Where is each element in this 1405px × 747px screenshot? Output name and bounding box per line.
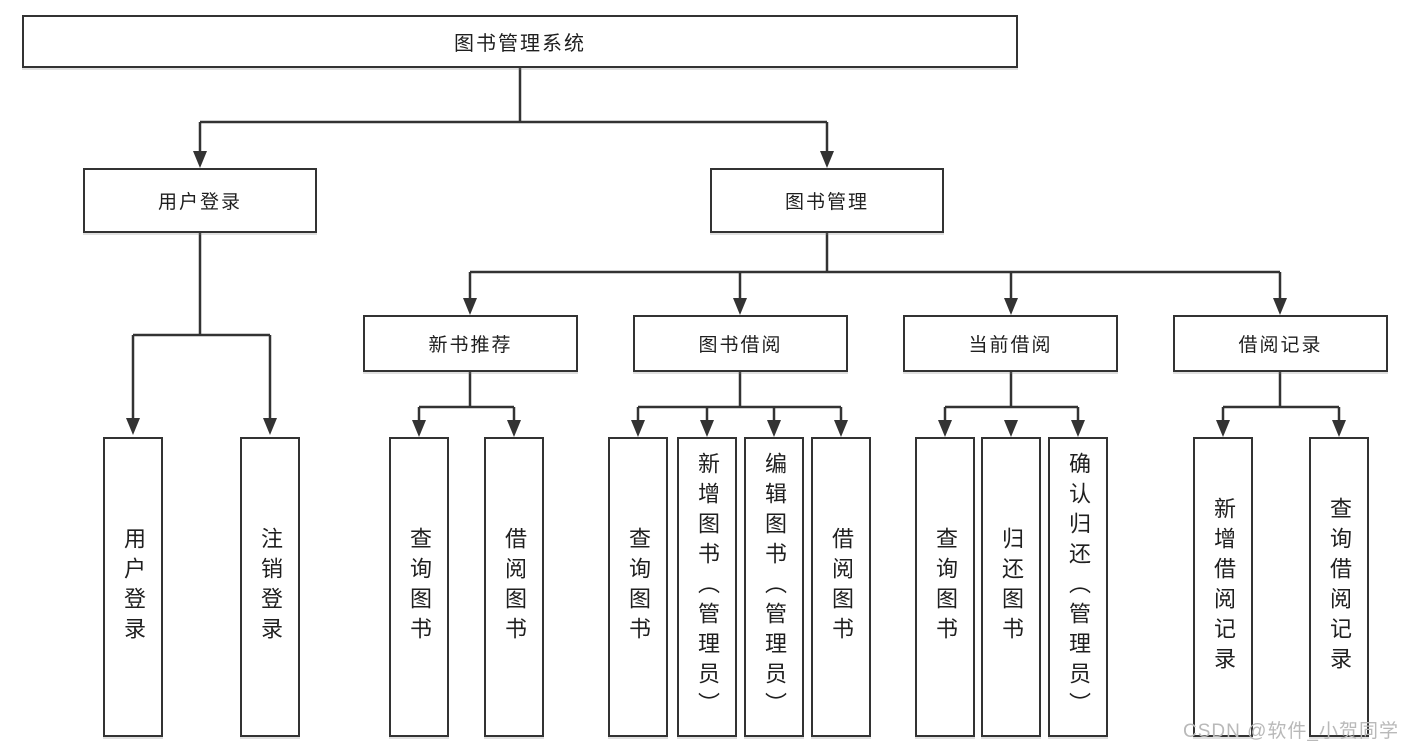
leaf-query-books-current: 查询图书 — [915, 437, 975, 737]
leaf-add-books-admin: 新增图书（管理员） — [677, 437, 737, 737]
leaf-query-books-recommend: 查询图书 — [389, 437, 449, 737]
csdn-watermark: CSDN @软件_小贺同学 — [1183, 721, 1399, 742]
leaf-logout-login: 注销登录 — [240, 437, 300, 737]
leaf-user-login: 用户登录 — [103, 437, 163, 737]
leaf-borrow-books-recommend: 借阅图书 — [484, 437, 544, 737]
leaf-query-borrow-record: 查询借阅记录 — [1309, 437, 1369, 737]
leaf-query-books-borrow: 查询图书 — [608, 437, 668, 737]
leaf-add-borrow-record: 新增借阅记录 — [1193, 437, 1253, 737]
node-current-borrow: 当前借阅 — [903, 315, 1118, 372]
leaf-borrow-books: 借阅图书 — [811, 437, 871, 737]
node-borrow-records: 借阅记录 — [1173, 315, 1388, 372]
node-book-management: 图书管理 — [710, 168, 944, 233]
leaf-edit-books-admin: 编辑图书（管理员） — [744, 437, 804, 737]
node-new-book-recommend: 新书推荐 — [363, 315, 578, 372]
node-user-login: 用户登录 — [83, 168, 317, 233]
node-book-borrow: 图书借阅 — [633, 315, 848, 372]
leaf-confirm-return-admin: 确认归还（管理员） — [1048, 437, 1108, 737]
node-library-system: 图书管理系统 — [22, 15, 1018, 68]
leaf-return-books: 归还图书 — [981, 437, 1041, 737]
